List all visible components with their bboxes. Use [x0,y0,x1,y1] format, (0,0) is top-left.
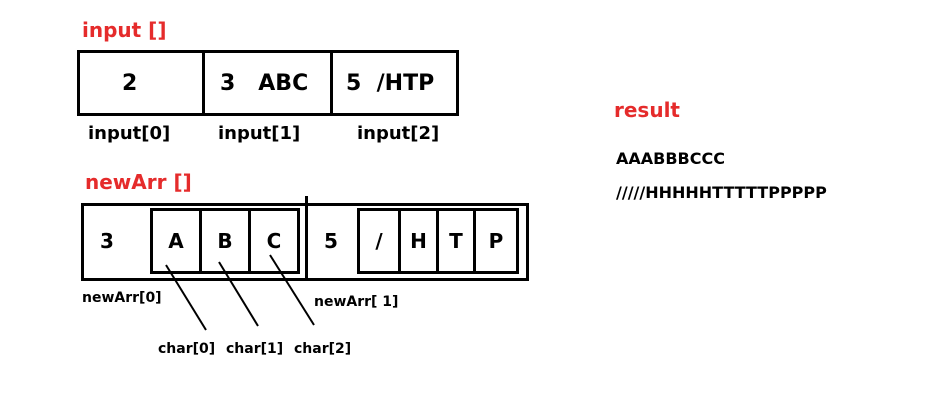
newarr-index-label-0: newArr[0] [82,290,162,306]
input-divider-2 [330,53,333,113]
input-index-label-0: input[0] [88,123,171,144]
result-heading: result [614,98,680,122]
input-array: 2 3 ABC 5 /HTP [77,50,459,116]
pointer-line-char-1 [218,261,259,327]
newarr-1-count: 5 [324,229,338,253]
newarr-0-char-0: A [150,208,202,274]
newarr-0-count: 3 [100,229,114,253]
pointer-line-char-2 [269,254,315,326]
char-label-1: char[1] [226,341,284,357]
char-label-0: char[0] [158,341,216,357]
newarr-1-char-1: H [398,208,439,274]
result-line-0: AAABBBCCC [616,149,725,168]
newarr-1-char-3: P [473,208,519,274]
input-index-label-2: input[2] [357,123,440,144]
newarr-index-label-1: newArr[ 1] [314,294,399,310]
input-heading: input [] [82,18,167,42]
input-cell-1: 3 ABC [220,70,309,96]
newarr-0-char-1: B [199,208,251,274]
input-cell-2: 5 /HTP [346,70,435,96]
input-divider-1 [202,53,205,113]
newarr-divider [305,196,308,281]
input-cell-0: 2 [122,70,138,96]
char-label-2: char[2] [294,341,352,357]
pointer-line-char-0 [165,264,207,331]
input-index-label-1: input[1] [218,123,301,144]
result-line-1: /////HHHHHTTTTTPPPPP [616,183,827,202]
newarr-heading: newArr [] [85,170,192,194]
